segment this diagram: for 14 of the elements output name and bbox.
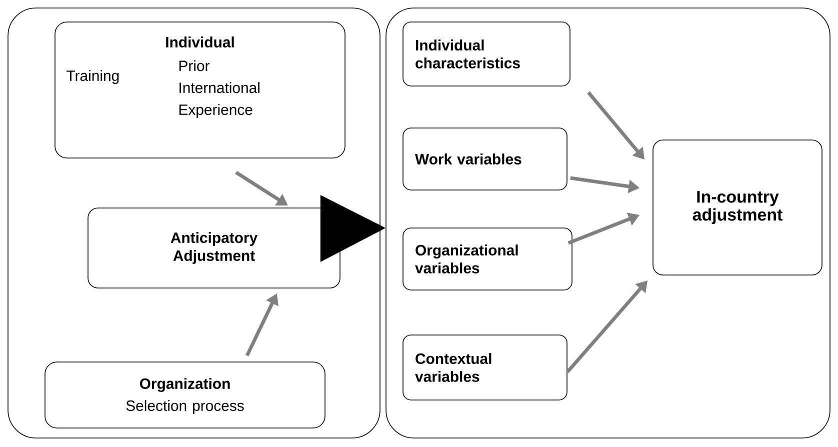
outcome-box: In-country adjustment	[652, 140, 822, 276]
heading: Individual	[166, 36, 234, 48]
factor-box: Organizational variables	[402, 228, 572, 290]
triangle-arrow	[320, 194, 386, 262]
factor-box: Individual characteristics	[402, 22, 570, 86]
factor-box: Anticipatory Adjustment	[88, 208, 340, 288]
panel	[386, 8, 830, 438]
label-text: Selection process	[126, 400, 244, 414]
heading: Organization	[140, 378, 230, 392]
label-text: Prior International Experience	[179, 60, 260, 118]
panel	[8, 8, 380, 438]
label-text: Training	[66, 70, 119, 84]
factor-box: Work variables	[402, 128, 568, 190]
factor-box: Contextual variables	[402, 334, 568, 400]
